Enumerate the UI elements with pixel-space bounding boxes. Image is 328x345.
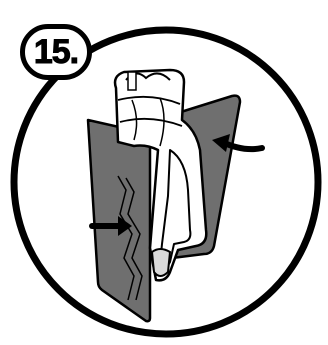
garment-fold-1 (117, 95, 181, 105)
arrow-right-icon (89, 216, 132, 236)
arrow-left-icon (212, 134, 265, 153)
board-inner-edge (117, 175, 135, 301)
step-number: 15. (33, 33, 79, 71)
garment-sleeve-cuff (150, 248, 172, 277)
board-inner-edge-2 (125, 177, 143, 301)
garment-fold-3 (131, 99, 138, 141)
garment-fold-4 (159, 97, 165, 147)
step-badge: 15. (20, 24, 92, 80)
garment-tag (127, 71, 137, 91)
garment-fold-2 (119, 117, 183, 127)
